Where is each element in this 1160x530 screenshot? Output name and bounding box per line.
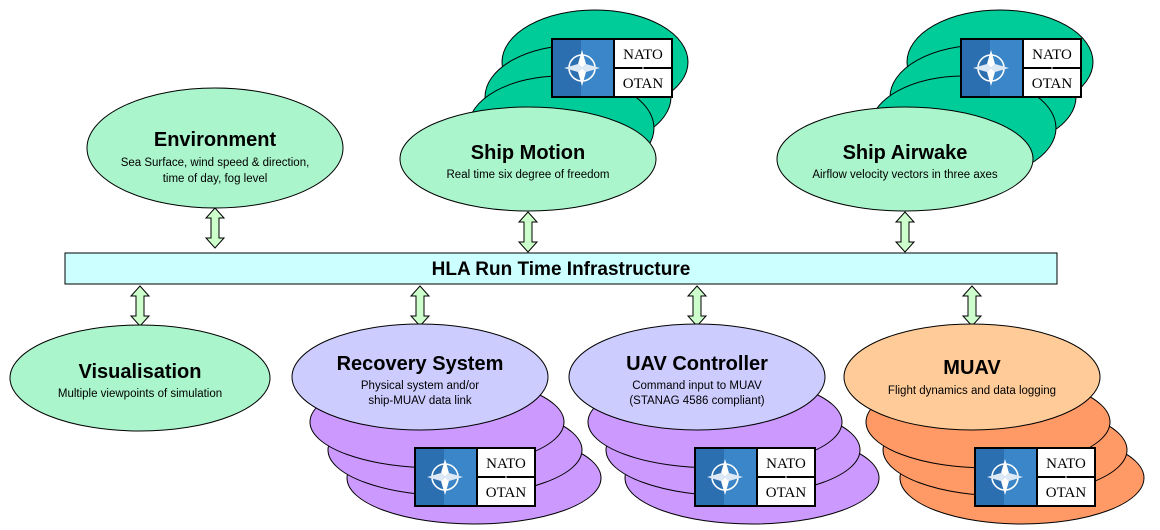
node-muav: MUAV Flight dynamics and data logging xyxy=(843,323,1101,431)
hla-bar-label: HLA Run Time Infrastructure xyxy=(432,259,691,280)
nato-logo-muav: NATO OTAN xyxy=(973,446,1097,508)
nato-logo-uav-controller: NATO OTAN xyxy=(693,446,817,508)
node-description: (STANAG 4586 compliant) xyxy=(629,395,764,407)
node-description: ship-MUAV data link xyxy=(368,395,472,407)
node-title: UAV Controller xyxy=(626,353,768,375)
otan-logo-text: OTAN xyxy=(766,485,807,501)
nato-logo-text: NATO xyxy=(623,47,663,63)
otan-logo-text: OTAN xyxy=(1046,485,1087,501)
otan-logo-text: OTAN xyxy=(1032,76,1073,92)
hla-run-time-infrastructure-bar: HLA Run Time Infrastructure xyxy=(64,252,1058,285)
nato-logo-text: NATO xyxy=(1032,47,1072,63)
nato-logo-ship-airwake: NATO OTAN xyxy=(959,37,1083,99)
node-description: Sea Surface, wind speed & direction, xyxy=(121,157,310,169)
node-environment: Environment Sea Surface, wind speed & di… xyxy=(86,87,344,209)
otan-logo-text: OTAN xyxy=(486,485,527,501)
arrow-hla-muav xyxy=(962,285,982,327)
node-title: Ship Airwake xyxy=(843,142,968,164)
node-description: time of day, fog level xyxy=(163,173,268,185)
node-description: Real time six degree of freedom xyxy=(447,169,610,181)
node-description: Flight dynamics and data logging xyxy=(888,385,1056,397)
nato-logo-text: NATO xyxy=(1046,456,1086,472)
arrow-hla-recovery-system xyxy=(410,285,430,327)
node-title: MUAV xyxy=(943,357,1001,379)
node-ship-airwake: Ship Airwake Airflow velocity vectors in… xyxy=(776,106,1034,212)
node-recovery-system: Recovery System Physical system and/or s… xyxy=(291,323,549,431)
arrow-ship-motion-hla xyxy=(518,211,538,253)
node-title: Recovery System xyxy=(337,353,504,375)
node-description: Multiple viewpoints of simulation xyxy=(58,388,222,400)
nato-logo-recovery-system: NATO OTAN xyxy=(413,446,537,508)
node-description: Airflow velocity vectors in three axes xyxy=(812,169,998,181)
node-visualisation: Visualisation Multiple viewpoints of sim… xyxy=(9,324,271,432)
nato-logo-text: NATO xyxy=(486,456,526,472)
node-title: Ship Motion xyxy=(471,142,585,164)
arrow-environment-hla xyxy=(205,207,225,249)
node-uav-controller: UAV Controller Command input to MUAV (ST… xyxy=(568,323,826,431)
arrow-hla-visualisation xyxy=(130,285,150,327)
node-description: Command input to MUAV xyxy=(632,380,762,392)
nato-logo-ship-motion: NATO OTAN xyxy=(550,37,674,99)
node-description: Physical system and/or xyxy=(361,380,479,392)
arrow-ship-airwake-hla xyxy=(895,211,915,253)
nato-logo-text: NATO xyxy=(766,456,806,472)
otan-logo-text: OTAN xyxy=(623,76,664,92)
arrow-hla-uav-controller xyxy=(687,285,707,327)
node-title: Visualisation xyxy=(78,361,201,383)
node-title: Environment xyxy=(154,129,277,151)
node-ship-motion: Ship Motion Real time six degree of free… xyxy=(399,106,657,212)
